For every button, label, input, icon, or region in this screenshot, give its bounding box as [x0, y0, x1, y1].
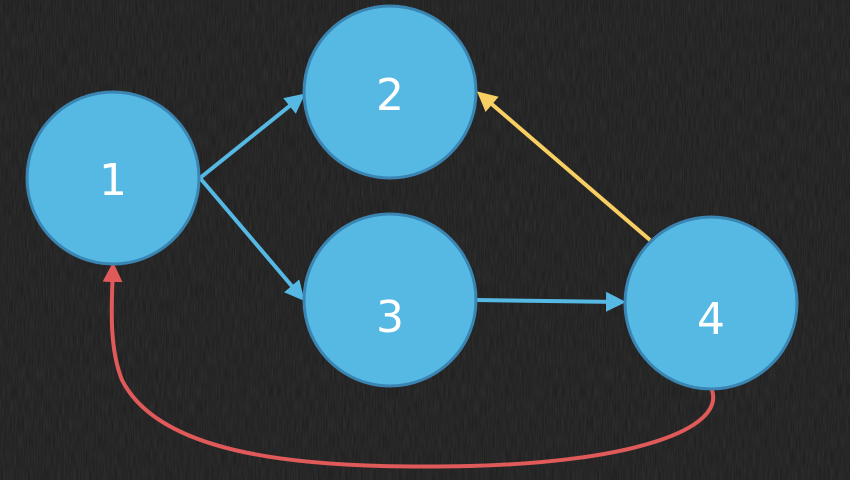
edge-1-to-3 — [198, 176, 305, 302]
node-2[interactable]: 2 — [302, 4, 478, 180]
edge-4-to-2 — [476, 91, 652, 242]
node-1-label: 1 — [99, 155, 127, 206]
node-1-circle — [25, 90, 201, 266]
edge-1-to-2 — [198, 93, 306, 180]
node-3-circle — [302, 212, 478, 388]
node-2-circle — [302, 4, 478, 180]
edge-4-to-1 — [102, 262, 716, 469]
node-3[interactable]: 3 — [302, 212, 478, 388]
node-4-circle — [623, 215, 799, 391]
node-3-label: 3 — [376, 292, 404, 343]
node-4[interactable]: 4 — [623, 215, 799, 391]
node-1[interactable]: 1 — [25, 90, 201, 266]
node-2-label: 2 — [376, 70, 404, 121]
node-4-label: 4 — [697, 294, 725, 345]
edge-3-to-4 — [475, 291, 626, 312]
